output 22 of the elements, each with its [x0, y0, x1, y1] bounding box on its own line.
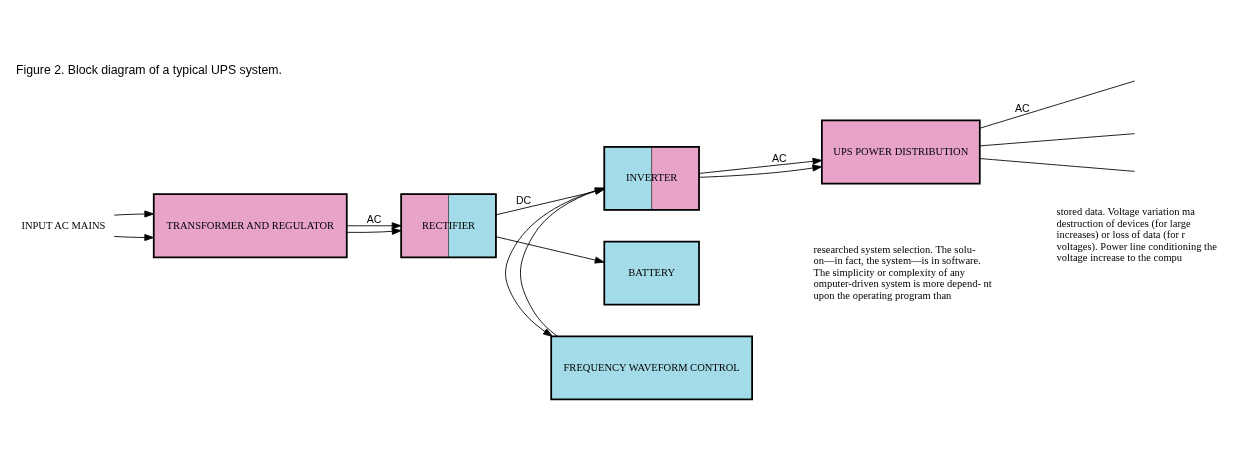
node-box: TRANSFORMER AND REGULATOR: [152, 193, 348, 259]
arrow: [495, 236, 605, 264]
node-text: INPUT AC MAINS: [21, 219, 106, 231]
edge-label: AC: [772, 152, 787, 165]
node-box: UPS POWER DISTRIBUTION: [821, 119, 981, 185]
connector: [979, 133, 1136, 147]
arrow: [346, 222, 402, 230]
label: stored data. Voltage variation ma destruction of devices (for large increases) or loss of data (for r voltages). Power line conditioning the voltage increase to the compu: [1056, 206, 1217, 263]
node-box: BATTERY: [603, 240, 700, 306]
arrow: [698, 164, 823, 178]
arrow: [113, 210, 154, 218]
diagram-title: Figure 2. Block diagram of a typical UPS system.: [15, 62, 282, 77]
connector: [979, 158, 1136, 172]
edge-label: AC: [1015, 102, 1030, 115]
arrow: [113, 234, 154, 242]
arrow: [698, 157, 823, 174]
arrow: [346, 227, 402, 235]
node-box: FREQUENCY WAVEFORM CONTROL: [550, 335, 753, 401]
edge-label: AC: [366, 212, 382, 225]
label: researched system selection. The solu- on—in fact, the system—is in software. The simplicity or complexity of any omputer-driven system is more depend- nt upon the operating program than: [813, 244, 992, 301]
connector: [979, 80, 1136, 129]
edge-label: DC: [515, 194, 532, 207]
